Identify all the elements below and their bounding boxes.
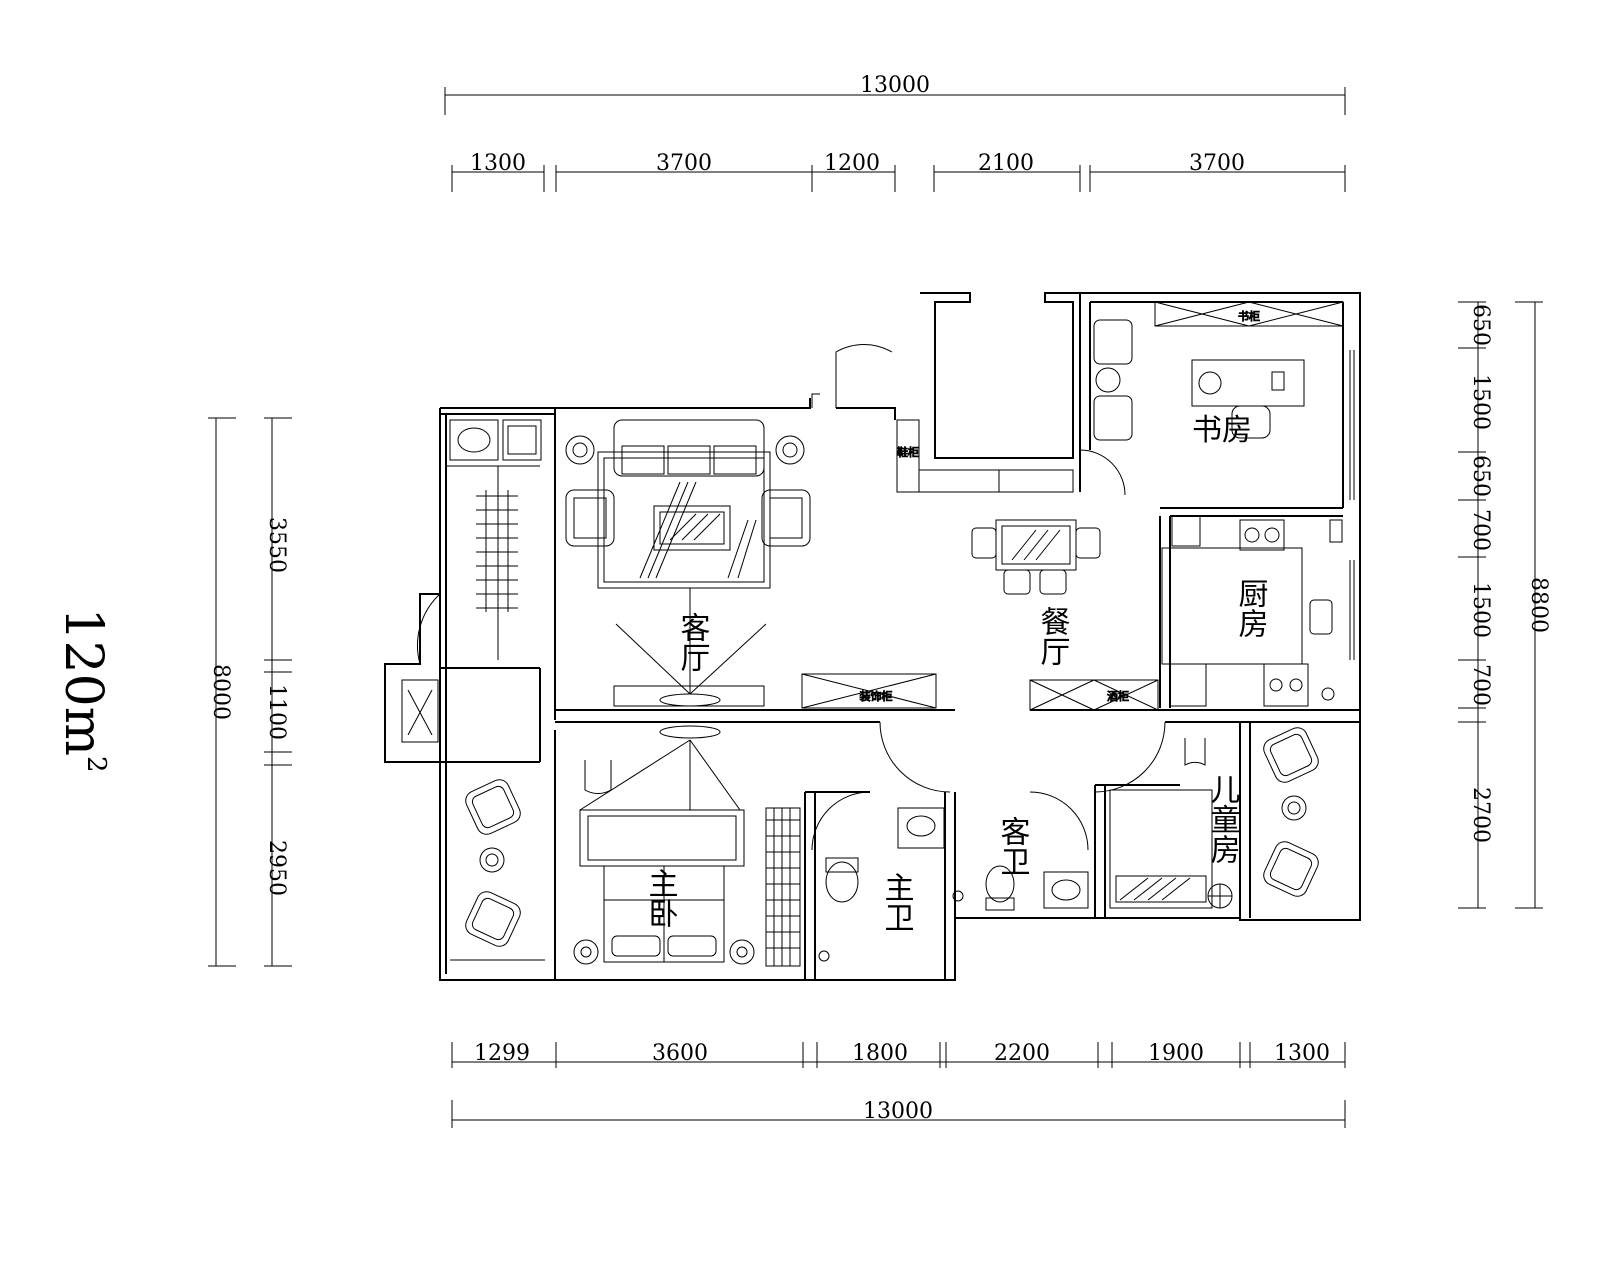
room-label-guest-bath: 客卫: [995, 816, 1030, 876]
area-superscript: 2: [81, 756, 111, 773]
sofa-set: [565, 419, 811, 589]
room-labels: 客厅 餐厅 书房 厨房 主卧 主卫 客卫 儿童房: [643, 413, 1269, 932]
dim-right-2: 1500: [1468, 374, 1493, 430]
right-balcony-furniture: [1263, 727, 1319, 897]
dim-left-2: 1100: [264, 684, 289, 740]
dim-top-2: 3700: [656, 151, 712, 176]
ac-unit: [401, 679, 439, 743]
room-label-master-bath: 主卫: [879, 872, 914, 932]
dimension-labels: 13000 1300 3700 1200 2100 3700 1299 3600…: [208, 73, 1551, 1124]
ladder-shelf: [476, 490, 518, 612]
entry-cabinet-label: 鞋柜: [897, 445, 919, 459]
dining-table: [971, 519, 1101, 595]
dim-bottom-4: 2200: [994, 1041, 1050, 1066]
laundry-area: [445, 419, 542, 660]
area-label: 120m2: [53, 607, 113, 772]
room-label-dining: 餐厅: [1035, 606, 1070, 666]
dim-top-total: 13000: [860, 73, 930, 98]
dim-bottom-total: 13000: [863, 1099, 933, 1124]
left-balcony-furniture: [465, 779, 521, 947]
svg-text:120m2: 120m2: [53, 607, 113, 772]
tv-sightline: [613, 588, 767, 739]
room-label-study: 书房: [1192, 413, 1252, 448]
doors: [417, 343, 1206, 851]
dim-top-5: 3700: [1189, 151, 1245, 176]
windows: [450, 350, 1355, 961]
dim-right-1: 650: [1468, 304, 1493, 346]
dim-right-6: 700: [1468, 664, 1493, 706]
room-label-master-bedroom: 主卧: [643, 868, 678, 928]
wine-cabinet-label: 酒柜: [1107, 690, 1129, 703]
walls: [384, 292, 1361, 981]
dim-right-7: 2700: [1468, 787, 1493, 843]
entry-cabinet: 鞋柜: [896, 419, 1074, 493]
dim-right-3: 650: [1468, 455, 1493, 497]
decor-cabinet: 装饰柜: [801, 673, 937, 709]
kitchen-furniture: [1161, 515, 1343, 707]
room-label-living: 客厅: [675, 612, 710, 672]
dim-top-3: 1200: [824, 151, 880, 176]
room-label-kids-room: 儿童房: [1205, 774, 1241, 864]
master-wardrobe: [765, 807, 801, 967]
study-shelf-label: 书柜: [1238, 310, 1260, 323]
dim-bottom-2: 3600: [652, 1041, 708, 1066]
dim-left-1: 3550: [264, 517, 289, 573]
room-label-kitchen: 厨房: [1233, 578, 1269, 638]
dim-bottom-1: 1299: [474, 1041, 530, 1066]
wine-cabinet: 酒柜: [1029, 679, 1159, 711]
dim-right-total: 8800: [1526, 577, 1551, 633]
decor-cabinet-label: 装饰柜: [860, 689, 893, 703]
master-bed: [573, 739, 755, 965]
study-furniture: 书柜: [1093, 301, 1344, 441]
guest-bath-fixtures: [952, 865, 1089, 911]
dim-top-4: 2100: [978, 151, 1034, 176]
dim-bottom-5: 1900: [1148, 1041, 1204, 1066]
dimension-lines: [208, 87, 1543, 1128]
dim-bottom-3: 1800: [852, 1041, 908, 1066]
dim-left-3: 2950: [264, 840, 289, 896]
dim-bottom-6: 1300: [1274, 1041, 1330, 1066]
master-bath-fixtures: [818, 807, 945, 962]
dim-left-total: 8000: [208, 664, 233, 720]
area-value: 120m: [53, 607, 113, 756]
dim-top-1: 1300: [470, 151, 526, 176]
dim-right-5: 1500: [1468, 582, 1493, 638]
furniture: 装饰柜 鞋柜 酒柜: [401, 301, 1344, 967]
dim-right-4: 700: [1468, 509, 1493, 551]
kids-bed: [1109, 789, 1233, 909]
